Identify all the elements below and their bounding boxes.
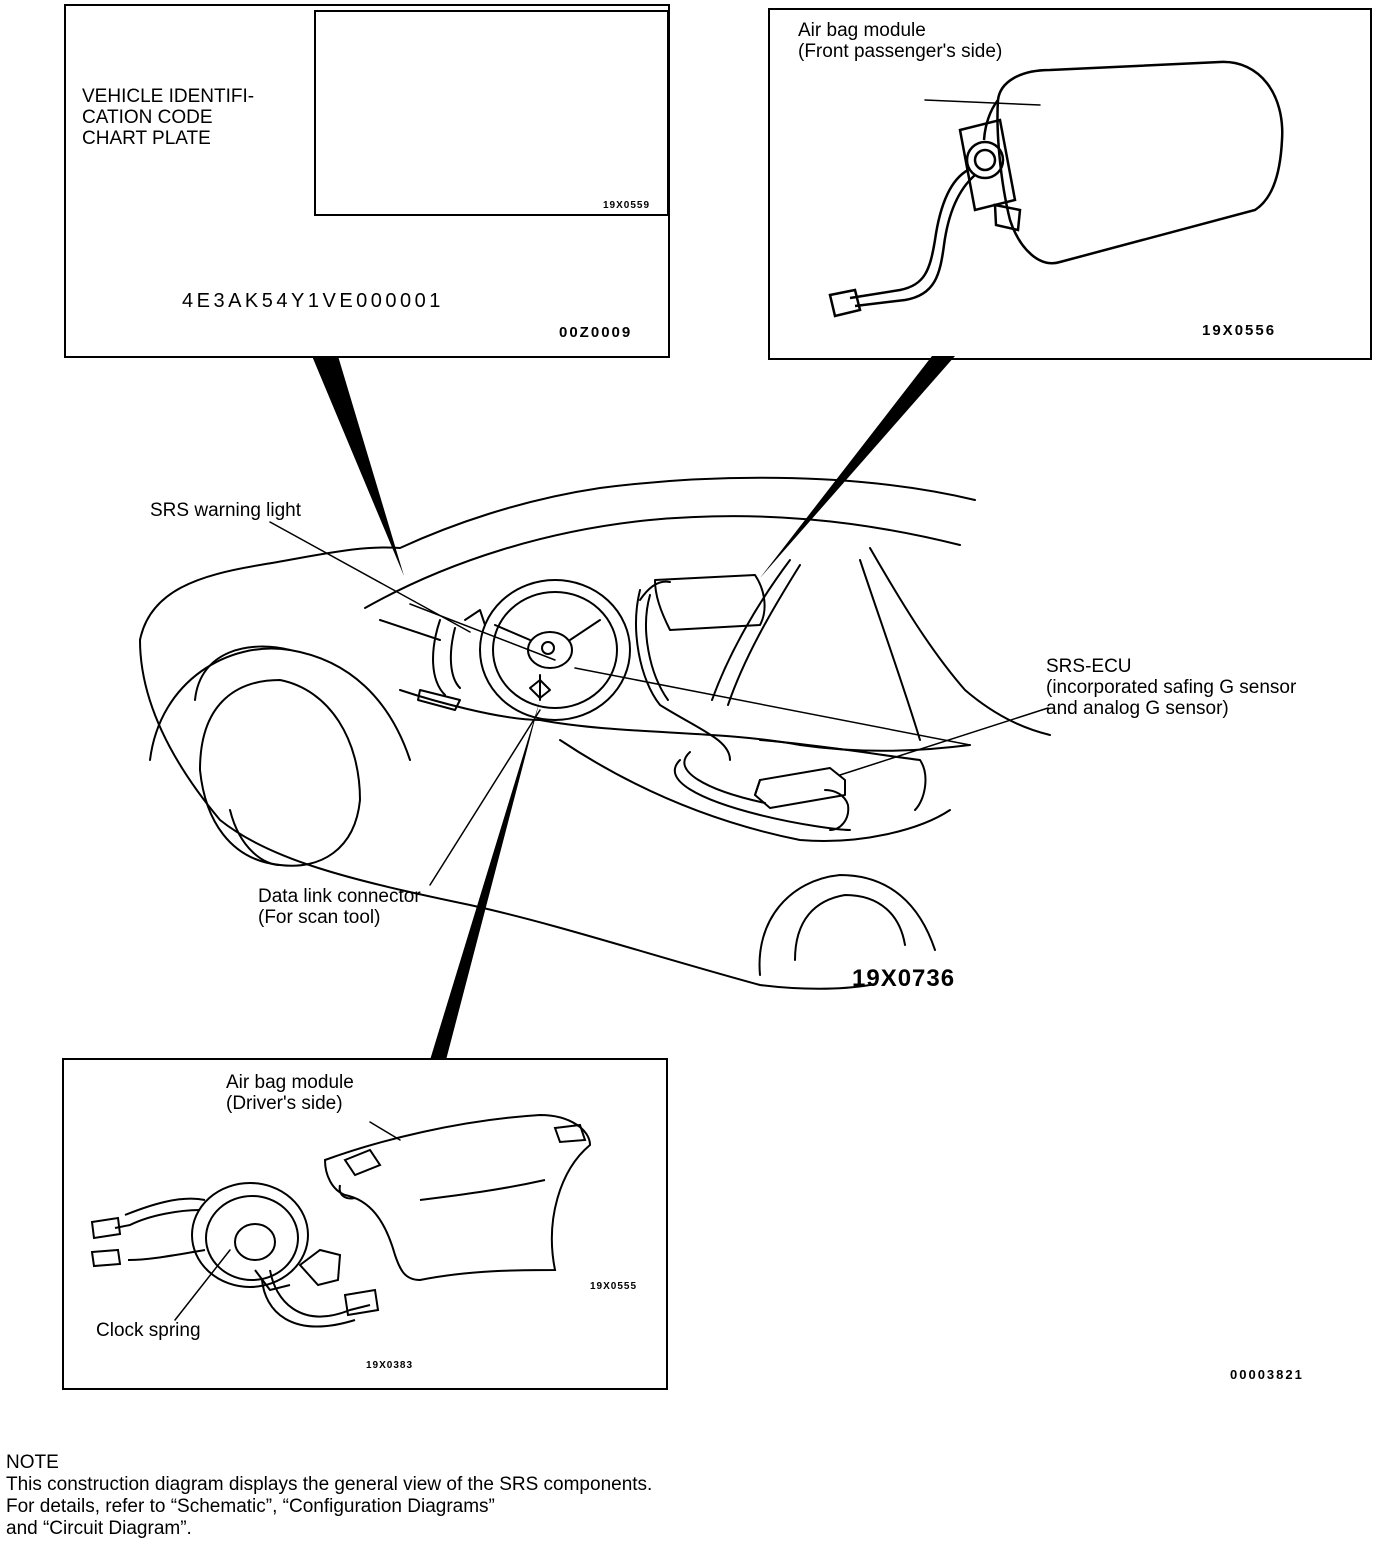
note-line: For details, refer to “Schematic”, “Conf… bbox=[6, 1496, 495, 1517]
plate-title: AIR BAG bbox=[252, 242, 376, 275]
dash-harness bbox=[417, 589, 731, 761]
clock-spring-lineart bbox=[90, 1182, 380, 1328]
passenger-panel-code: 19X0556 bbox=[1202, 322, 1277, 339]
driver-airbag-label-line: (Driver's side) bbox=[226, 1093, 343, 1114]
driver-panel-pointer bbox=[430, 700, 540, 1060]
vin-plate-label-line: VEHICLE IDENTIFI- bbox=[82, 86, 255, 107]
passenger-panel-pointer bbox=[760, 356, 955, 578]
passenger-airbag-label-line: Air bag module bbox=[798, 20, 926, 41]
passenger-airbag-label: Air bag module (Front passenger's side) bbox=[798, 20, 1002, 62]
vin-plate-location-photo: 19X0559 bbox=[314, 10, 669, 216]
vin-plate-label-line: CHART PLATE bbox=[82, 128, 211, 149]
passenger-airbag-label-line: (Front passenger's side) bbox=[798, 41, 1003, 62]
passenger-airbag-panel bbox=[768, 8, 1372, 360]
note-heading: NOTE bbox=[6, 1452, 59, 1473]
vehicle-figure-code: 19X0736 bbox=[852, 965, 956, 992]
steering-wheel bbox=[479, 579, 631, 721]
data-link-connector-label: Data link connector (For scan tool) bbox=[258, 886, 421, 928]
note-line: and “Circuit Diagram”. bbox=[6, 1518, 192, 1539]
clock-spring-label: Clock spring bbox=[96, 1320, 201, 1341]
srs-ecu bbox=[673, 739, 927, 831]
vin-panel-pointer bbox=[312, 356, 404, 576]
note-block: NOTE This construction diagram displays … bbox=[6, 1452, 652, 1540]
vin-photo-code: 19X0559 bbox=[603, 200, 651, 211]
vin-plate-panel: 19X0559 bbox=[64, 4, 670, 358]
driver-airbag-label: Air bag module (Driver's side) bbox=[226, 1072, 354, 1114]
driver-airbag-panel bbox=[62, 1058, 668, 1390]
passenger-airbag-lineart bbox=[828, 60, 1284, 318]
srs-ecu-label-line: SRS-ECU bbox=[1046, 656, 1132, 677]
figure-code: 00003821 bbox=[1230, 1367, 1304, 1382]
plate-vin: 4E3AK54Y1VE000001 bbox=[182, 290, 444, 312]
data-link-connector-label-line: (For scan tool) bbox=[258, 907, 381, 928]
leader-lines bbox=[174, 99, 1049, 1321]
srs-warning-light-label: SRS warning light bbox=[150, 500, 302, 521]
note-line: This construction diagram displays the g… bbox=[6, 1474, 653, 1495]
driver-module-code: 19X0555 bbox=[590, 1281, 638, 1292]
driver-panel-code: 19X0383 bbox=[366, 1360, 414, 1371]
srs-ecu-label-line: and analog G sensor) bbox=[1046, 698, 1229, 719]
passenger-airbag-in-dash bbox=[639, 574, 766, 631]
vin-panel-code: 00Z0009 bbox=[559, 324, 633, 341]
srs-ecu-label: SRS-ECU (incorporated safing G sensor an… bbox=[1046, 656, 1296, 719]
driver-airbag-lineart bbox=[323, 1113, 592, 1282]
data-link-connector-label-line: Data link connector bbox=[258, 886, 421, 907]
vin-plate-label: VEHICLE IDENTIFI- CATION CODE CHART PLAT… bbox=[82, 86, 254, 149]
driver-airbag-label-line: Air bag module bbox=[226, 1072, 354, 1093]
vin-plate-label-line: CATION CODE bbox=[82, 107, 213, 128]
srs-ecu-label-line: (incorporated safing G sensor bbox=[1046, 677, 1297, 698]
